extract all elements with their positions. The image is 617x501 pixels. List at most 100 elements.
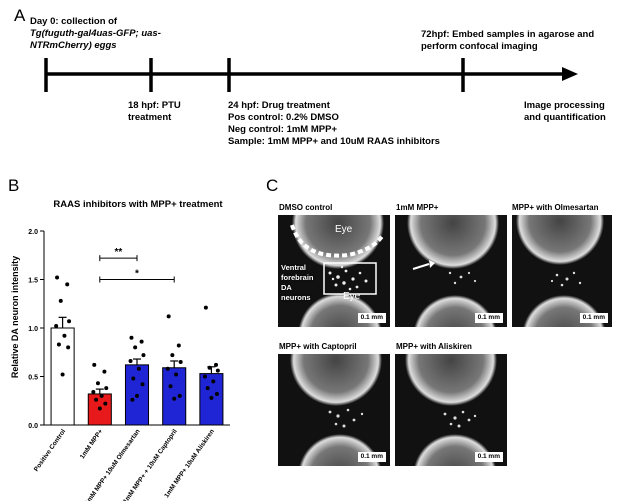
data-point xyxy=(209,395,214,400)
note-day0-line2: Tg(fuguth-gal4uas-GFP; uas- xyxy=(30,28,161,39)
note-72hpf-line1: 72hpf: Embed samples in agarose and xyxy=(421,29,595,40)
region-label-line1: Ventral xyxy=(281,263,307,272)
x-tick-label: 1mM MPP+ xyxy=(79,428,105,460)
region-label: Ventral forebrain DA neurons xyxy=(281,263,314,303)
eye-label-top: Eye xyxy=(335,224,353,235)
data-point xyxy=(94,397,99,402)
data-point xyxy=(65,282,70,287)
timeline xyxy=(44,58,578,92)
bar-chart: RAAS inhibitors with MPP+ treatment Rela… xyxy=(10,199,230,501)
note-end: Image processing and quantification xyxy=(524,100,606,124)
data-point xyxy=(56,342,61,347)
data-point xyxy=(91,390,96,395)
data-point xyxy=(172,396,177,401)
region-label-line4: neurons xyxy=(281,293,311,302)
note-end-line1: Image processing xyxy=(524,100,605,111)
data-point xyxy=(141,353,146,358)
data-point xyxy=(140,382,145,387)
data-point xyxy=(130,397,135,402)
scale-bar: 0.1 mm xyxy=(474,313,503,323)
scale-bar: 0.1 mm xyxy=(474,452,503,462)
eye-label-bottom: Eye xyxy=(343,291,361,302)
data-point xyxy=(139,339,144,344)
significance-label: * xyxy=(135,269,139,280)
data-point xyxy=(104,386,109,391)
chart-title: RAAS inhibitors with MPP+ treatment xyxy=(53,199,223,210)
micro-image-captopril-content xyxy=(290,354,382,466)
data-point xyxy=(62,333,67,338)
micro-title-5: MPP+ with Aliskiren xyxy=(396,342,472,351)
data-point xyxy=(178,359,183,364)
region-box xyxy=(323,262,377,295)
data-point xyxy=(97,406,102,411)
note-18hpf-line2: treatment xyxy=(128,112,172,123)
micro-image-mpp: 0.1 mm xyxy=(395,215,507,327)
region-label-line2: forebrain xyxy=(281,273,314,282)
micro-title-1: DMSO control xyxy=(279,203,333,212)
scale-bar: 0.1 mm xyxy=(357,313,386,323)
note-end-line2: and quantification xyxy=(524,112,606,123)
note-day0: Day 0: collection of Tg(fuguth-gal4uas-G… xyxy=(30,16,161,52)
data-point xyxy=(133,345,138,350)
micro-title-3: MPP+ with Olmesartan xyxy=(512,203,599,212)
scale-bar: 0.1 mm xyxy=(357,452,386,462)
micro-image-captopril: 0.1 mm xyxy=(278,354,390,466)
note-24hpf-line1: 24 hpf: Drug treatment xyxy=(228,100,330,111)
region-label-line3: DA xyxy=(281,283,292,292)
data-point xyxy=(165,366,170,371)
bar xyxy=(162,367,187,426)
data-point xyxy=(58,298,63,303)
data-point xyxy=(203,305,208,310)
y-tick-label: 0.0 xyxy=(28,423,38,430)
data-point xyxy=(92,362,97,367)
micro-image-olmesartan: 0.1 mm xyxy=(512,215,612,327)
panel-label-c: C xyxy=(266,176,279,195)
micro-title-2: 1mM MPP+ xyxy=(396,203,439,212)
significance-label: ** xyxy=(115,247,123,258)
note-24hpf: 24 hpf: Drug treatment Pos control: 0.2%… xyxy=(228,100,440,148)
micro-image-aliskiren-content xyxy=(405,354,497,466)
y-tick-label: 0.5 xyxy=(28,375,38,382)
data-point xyxy=(211,379,216,384)
data-point xyxy=(129,335,134,340)
data-point xyxy=(128,358,133,363)
data-point xyxy=(177,393,182,398)
data-point xyxy=(214,362,219,367)
data-point xyxy=(131,376,136,381)
data-point xyxy=(202,374,207,379)
data-point xyxy=(168,384,173,389)
data-point xyxy=(174,372,179,377)
note-72hpf-line2: perform confocal imaging xyxy=(421,41,538,52)
note-18hpf: 18 hpf: PTU treatment xyxy=(128,100,181,124)
data-point xyxy=(66,345,71,350)
timeline-arrowhead xyxy=(562,67,578,81)
micro-image-olmesartan-content xyxy=(516,215,605,327)
x-tick-label: Positive Control xyxy=(33,428,67,473)
micro-title-4: MPP+ with Captopril xyxy=(279,342,357,351)
data-point xyxy=(166,314,171,319)
note-24hpf-line4: Sample: 1mM MPP+ and 10uM RAAS inhibitor… xyxy=(228,136,440,147)
panel-label-a: A xyxy=(14,6,26,25)
data-point xyxy=(214,391,219,396)
note-24hpf-line3: Neg control: 1mM MPP+ xyxy=(228,124,337,135)
arrow-icon xyxy=(412,260,435,270)
data-point xyxy=(135,393,139,398)
data-point xyxy=(54,324,59,329)
note-72hpf: 72hpf: Embed samples in agarose and perf… xyxy=(421,29,594,53)
data-point xyxy=(60,372,65,377)
data-point xyxy=(207,365,212,370)
data-point xyxy=(55,275,60,280)
data-point xyxy=(103,401,108,406)
y-axis-label: Relative DA neuron intensity xyxy=(10,256,20,378)
data-point xyxy=(95,381,100,386)
data-point xyxy=(102,369,107,374)
scale-bar: 0.1 mm xyxy=(579,313,608,323)
panel-label-b: B xyxy=(8,176,20,195)
y-tick-label: 1.5 xyxy=(28,278,38,285)
data-point xyxy=(67,319,72,324)
y-tick-label: 2.0 xyxy=(28,229,38,236)
neuron-cluster xyxy=(328,265,368,291)
note-24hpf-line2: Pos control: 0.2% DMSO xyxy=(228,112,339,123)
data-point xyxy=(99,393,104,398)
